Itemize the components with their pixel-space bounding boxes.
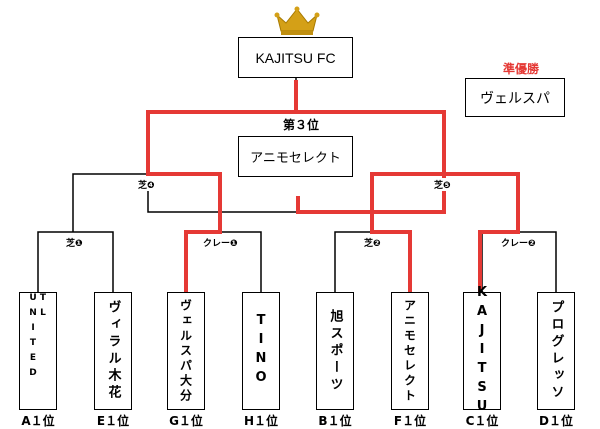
champion-name: KAJITSU FC (255, 49, 336, 66)
seed-label-f1: F１位 (393, 414, 427, 428)
seed-label-d1: D１位 (539, 414, 573, 428)
team-name: プログレッソ (548, 300, 564, 402)
team-box-a1: TL UNITED (19, 292, 57, 410)
runner-up-name: ヴェルスパ (480, 90, 550, 107)
team-name: アニモセレクト (402, 298, 417, 404)
seed-label-h1: H１位 (243, 414, 279, 428)
third-place-name: アニモセレクト (250, 151, 341, 166)
crown-icon (274, 6, 320, 35)
team-box-h1: TINO (242, 292, 280, 410)
seed-label-e1: E１位 (96, 414, 130, 428)
seed-label-b1: B１位 (318, 414, 352, 428)
runner-up-label: 準優勝 (502, 62, 539, 76)
team-box-b1: 旭スポーツ (316, 292, 354, 410)
team-name: KAJITSU (474, 284, 490, 418)
team-name: ヴェルスパ大分 (178, 298, 193, 404)
team-name: TL UNITED (28, 293, 48, 383)
team-name: 旭スポーツ (327, 308, 343, 394)
third-place-label: 第３位 (282, 118, 319, 132)
quarterfinal-label-2: クレー❶ (202, 236, 239, 249)
runner-up-box: ヴェルスパ (465, 78, 565, 117)
team-box-d1: プログレッソ (537, 292, 575, 410)
semifinal-label-right: 芝❺ (433, 178, 452, 191)
quarterfinal-label-1: 芝❶ (65, 236, 84, 249)
team-box-e1: ヴィラル木花 (94, 292, 132, 410)
semifinal-label-left: 芝❹ (137, 178, 156, 191)
seed-label-g1: G１位 (169, 414, 203, 428)
seed-label-c1: C１位 (465, 414, 499, 428)
champion-box: KAJITSU FC (238, 37, 353, 78)
quarterfinal-label-3: 芝❷ (363, 236, 382, 249)
team-box-f1: アニモセレクト (391, 292, 429, 410)
bracket-winner-paths (146, 80, 520, 292)
quarterfinal-label-4: クレー❷ (500, 236, 537, 249)
team-name: ヴィラル木花 (105, 300, 121, 402)
third-place-box: アニモセレクト (238, 136, 353, 177)
team-box-g1: ヴェルスパ大分 (167, 292, 205, 410)
team-box-c1: KAJITSU (463, 285, 501, 418)
seed-label-a1: A１位 (21, 414, 55, 428)
team-name: TINO (253, 313, 269, 389)
